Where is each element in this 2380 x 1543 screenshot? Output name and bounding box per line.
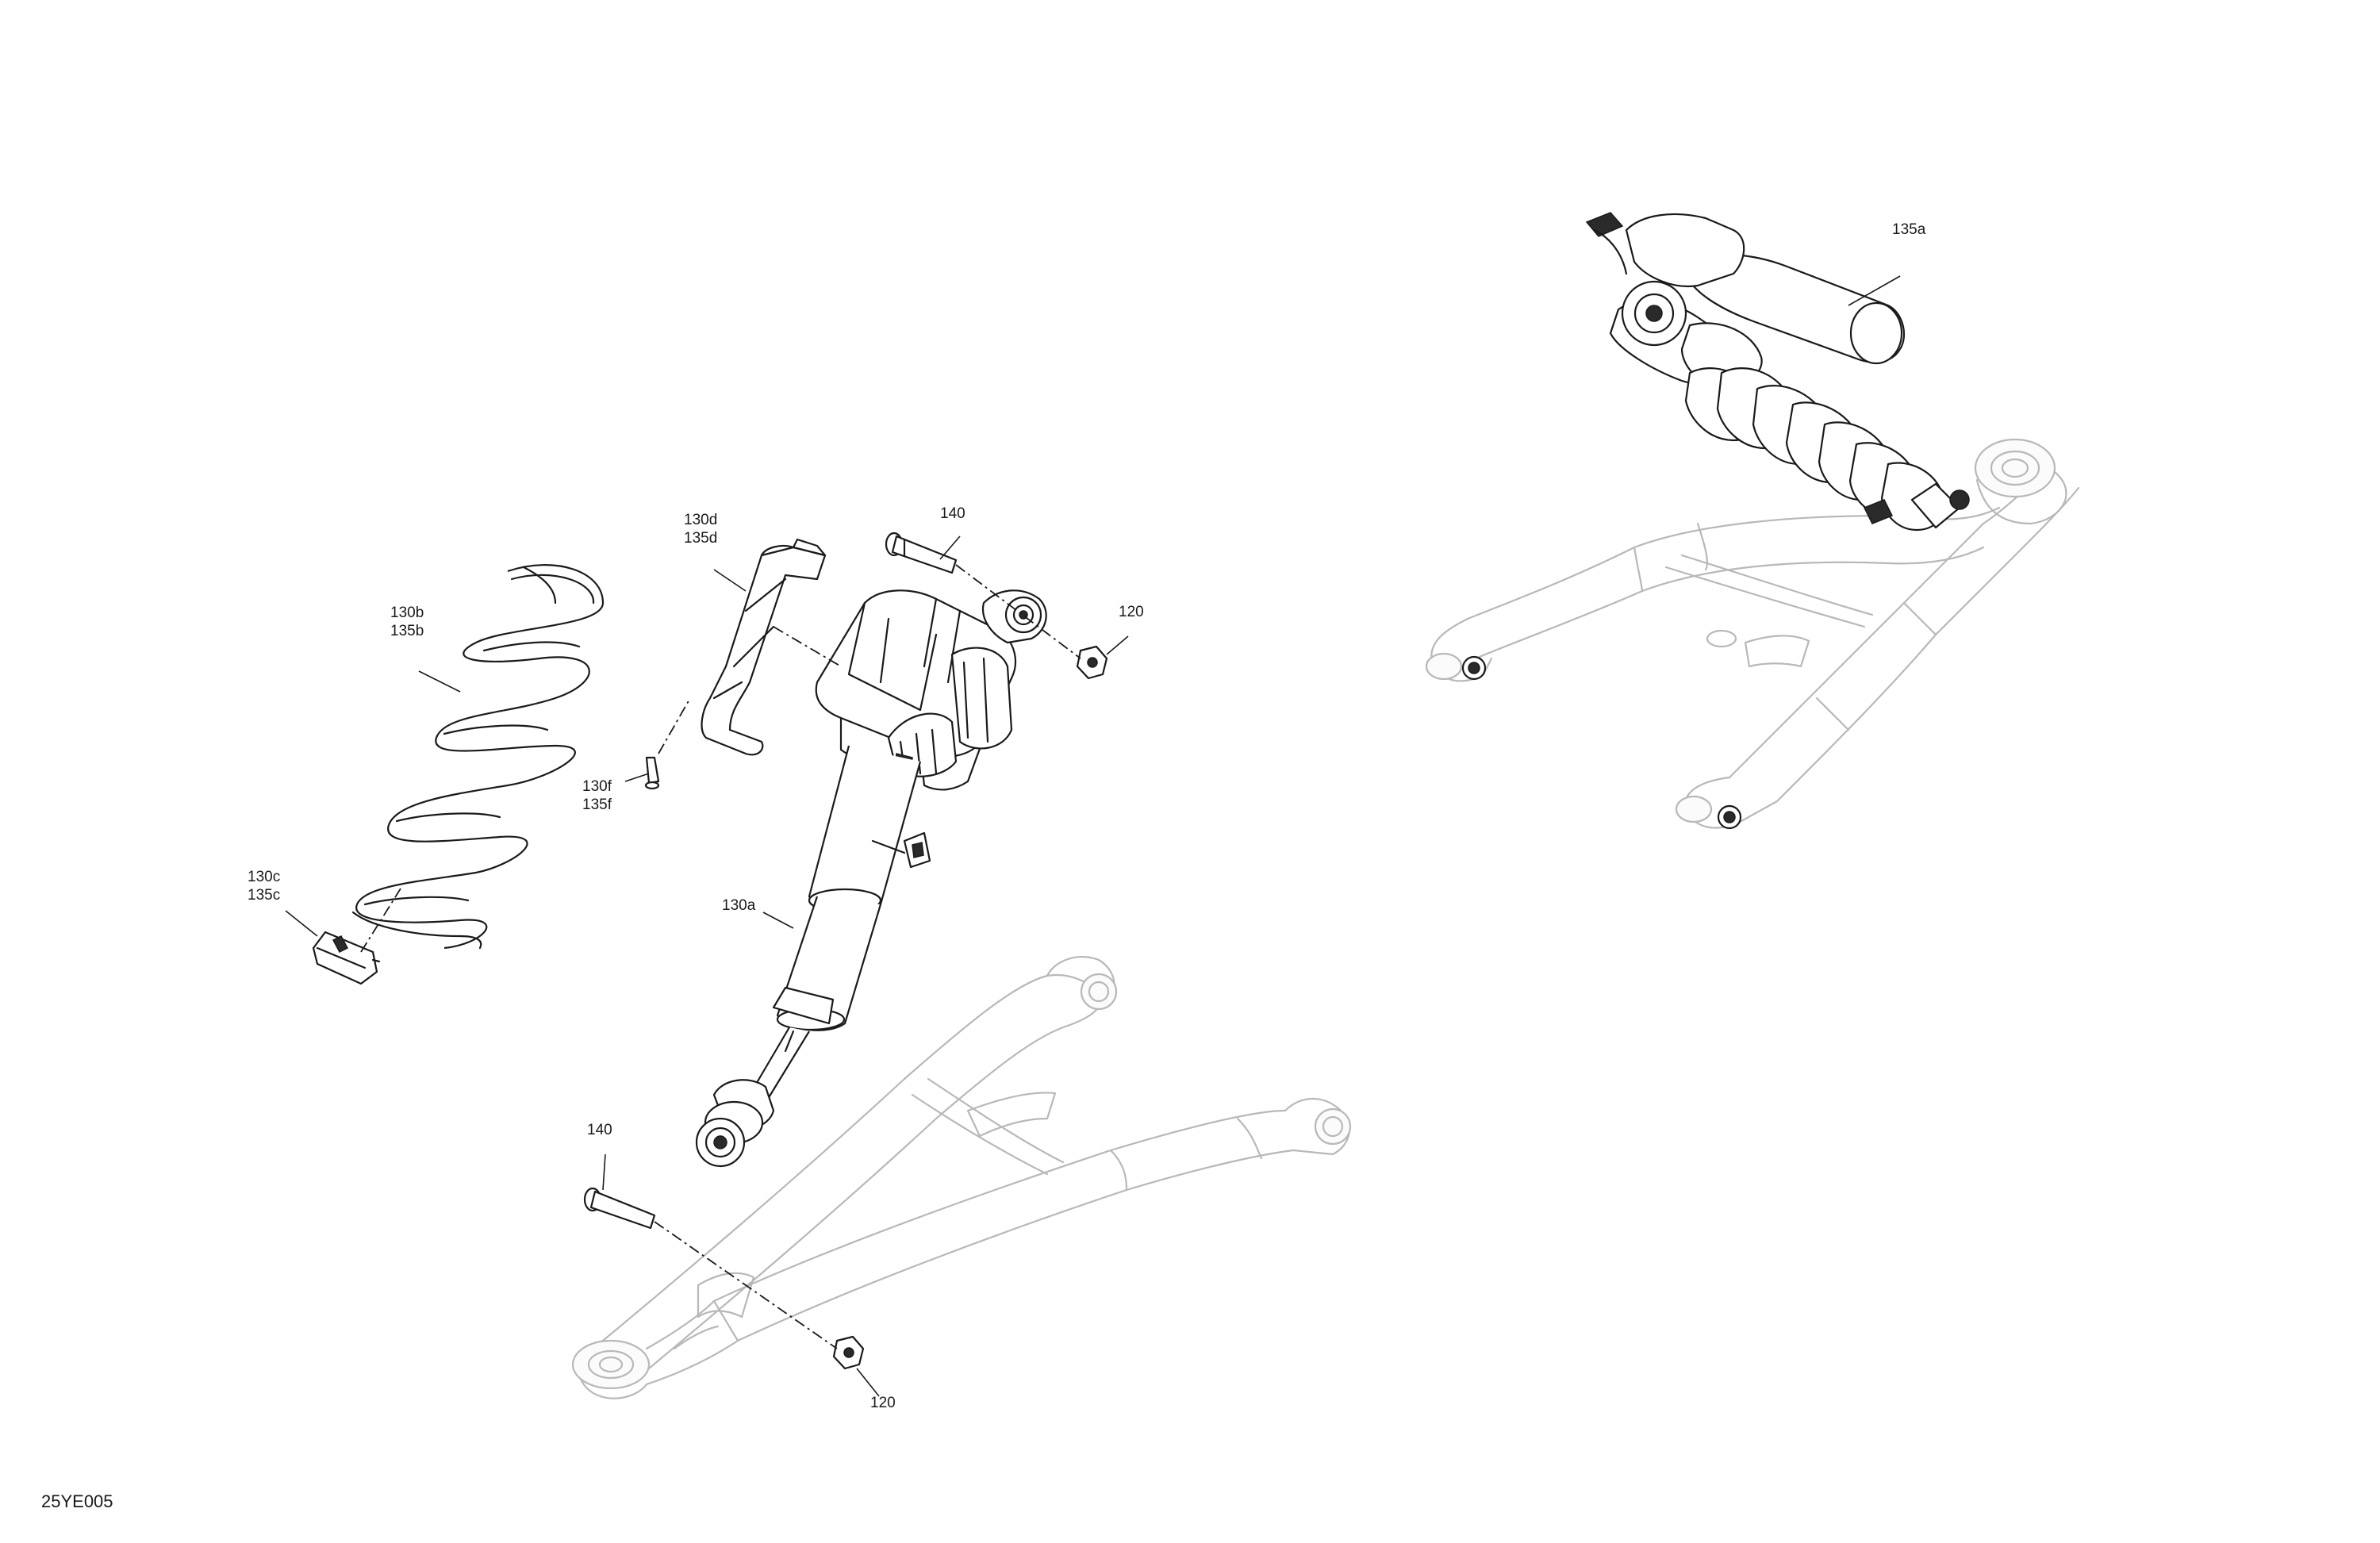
- callout-135a: 135a: [1892, 221, 1925, 239]
- callout-120-top-label: 120: [1119, 604, 1144, 620]
- callout-130b-135b: 130b 135b: [390, 604, 424, 640]
- bolt-140-top: [885, 532, 958, 574]
- diagram-code: 25YE005: [41, 1491, 113, 1511]
- callout-130f-label: 130f: [582, 778, 612, 795]
- callout-120-bottom-label: 120: [870, 1395, 896, 1411]
- callout-140-top: 140: [940, 505, 965, 523]
- bolt-140-bottom: [583, 1187, 656, 1230]
- callout-135d-label: 135d: [684, 530, 718, 547]
- assembly-lines: [360, 564, 1081, 1349]
- callout-130f-135f: 130f 135f: [582, 777, 612, 814]
- nut-120-bottom: [832, 1335, 865, 1370]
- callout-135a-label: 135a: [1892, 221, 1926, 238]
- callout-120-bottom: 120: [870, 1394, 896, 1412]
- assembled-a-arm: [1425, 438, 2080, 830]
- nut-120-top: [1076, 645, 1108, 680]
- callout-140-bottom: 140: [587, 1121, 612, 1139]
- assembled-shock-absorber: [1585, 212, 1970, 532]
- leader-lines: [285, 275, 1901, 1397]
- reservoir-bracket-130d-135d: [701, 538, 827, 756]
- callout-135c-label: 135c: [248, 887, 281, 904]
- callout-130b-label: 130b: [390, 605, 424, 621]
- callout-130d-135d: 130d 135d: [684, 511, 717, 547]
- callout-135b-label: 135b: [390, 623, 424, 639]
- callout-130c-label: 130c: [248, 869, 281, 885]
- callout-130d-label: 130d: [684, 512, 718, 528]
- callout-140-bottom-label: 140: [587, 1122, 612, 1138]
- coil-spring-130b-135b: [351, 564, 605, 950]
- screw-130f-135f: [644, 756, 660, 790]
- assembled-spring: [1684, 367, 1944, 532]
- callout-130a: 130a: [722, 896, 755, 915]
- shock-absorber-130a: [695, 589, 1047, 1168]
- callout-130c-135c: 130c 135c: [248, 868, 280, 904]
- callout-130a-label: 130a: [722, 897, 756, 914]
- callout-140-top-label: 140: [940, 505, 965, 522]
- callout-135f-label: 135f: [582, 796, 612, 813]
- lower-a-arm: [571, 956, 1352, 1399]
- callout-120-top: 120: [1119, 603, 1144, 621]
- spring-seat-130c-135c: [312, 931, 381, 985]
